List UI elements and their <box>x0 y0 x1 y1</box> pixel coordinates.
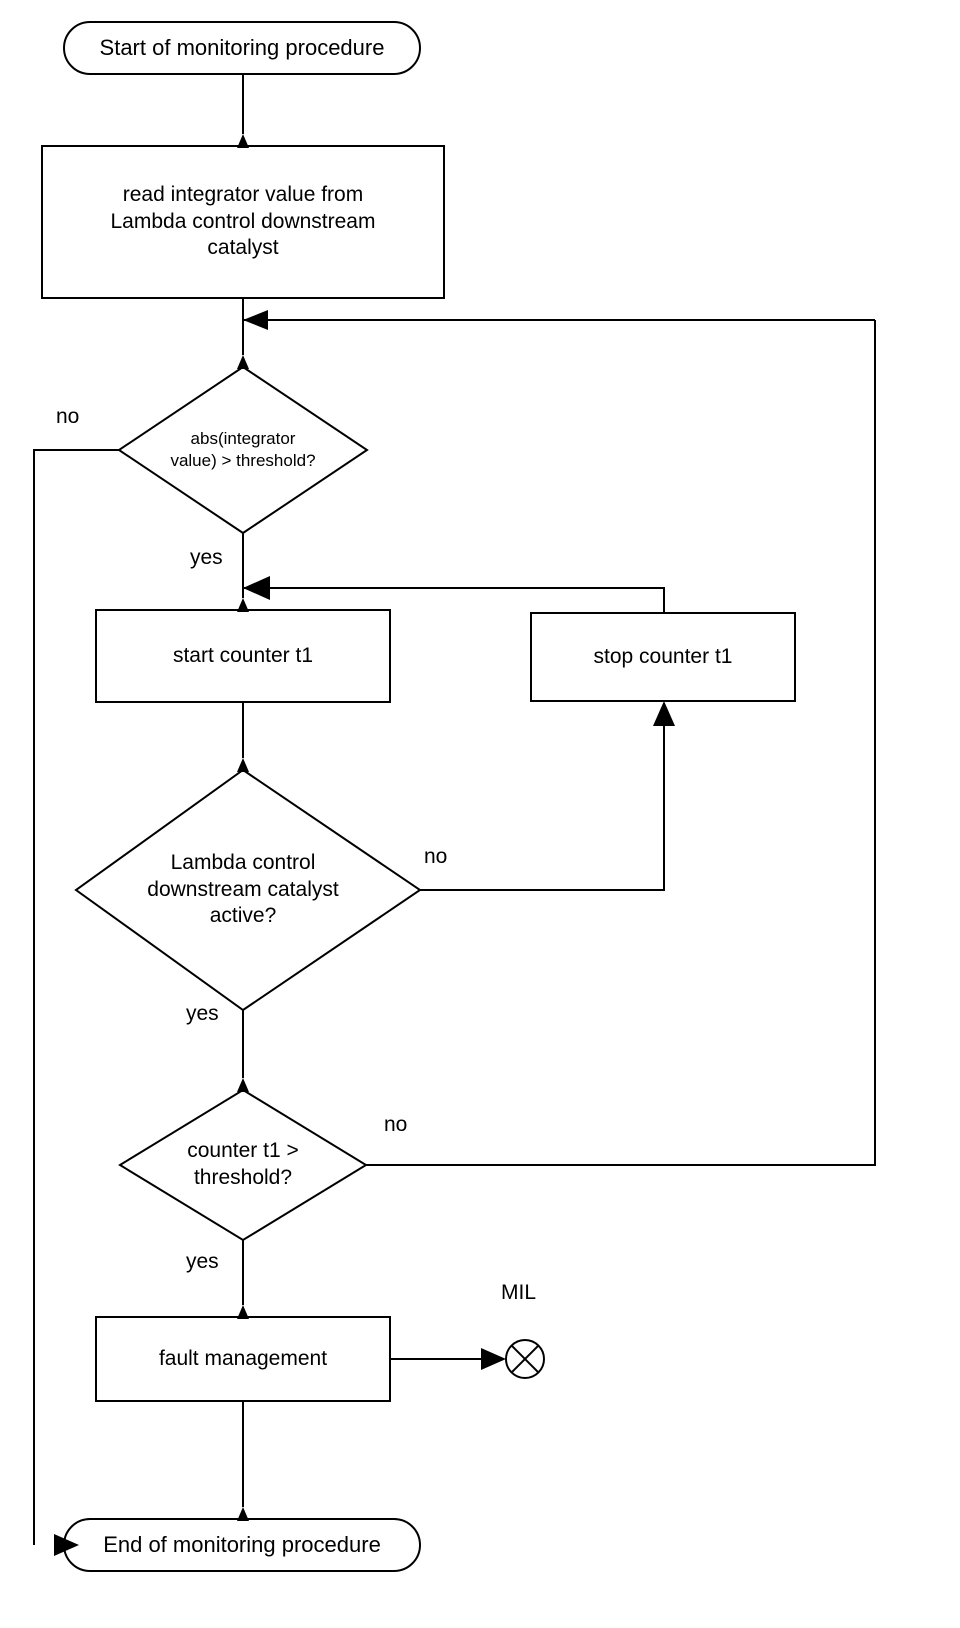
edge-stopcounter-arrowhead <box>243 576 270 600</box>
decision-counter-node-shape <box>118 1088 368 1242</box>
stop-counter-node-shape <box>530 612 796 702</box>
loop-return-arrowhead <box>243 310 268 330</box>
edge-abs-no-to-end <box>33 449 119 1545</box>
edge-counter-no-to-junction <box>366 320 876 1166</box>
mil-label: MIL <box>501 1281 537 1304</box>
edge-label-lambda-no: no <box>424 845 448 868</box>
mil-icon <box>505 1339 545 1379</box>
edge-label-abs-yes: yes <box>190 546 223 569</box>
start-node-shape <box>63 21 421 75</box>
end-node-shape <box>63 1518 421 1572</box>
fault-management-node-shape <box>95 1316 391 1402</box>
edge-lambda-no-to-stopcounter <box>420 712 665 891</box>
edge-label-counter-no: no <box>384 1113 408 1136</box>
edge-stopcounter-to-yes-junction <box>243 587 665 613</box>
start-counter-node-shape <box>95 609 391 703</box>
edge-abs-no-arrowhead <box>54 1534 79 1556</box>
edge-fault-to-mil-arrowhead <box>481 1348 506 1370</box>
decision-abs-node-shape <box>117 365 369 535</box>
edge-label-abs-no: no <box>56 405 80 428</box>
read-integrator-node-shape <box>41 145 445 299</box>
edge-label-lambda-yes: yes <box>186 1002 219 1025</box>
decision-lambda-node-shape <box>74 768 422 1012</box>
edge-label-counter-yes: yes <box>186 1250 219 1273</box>
edge-lambda-no-arrowhead <box>653 701 675 726</box>
